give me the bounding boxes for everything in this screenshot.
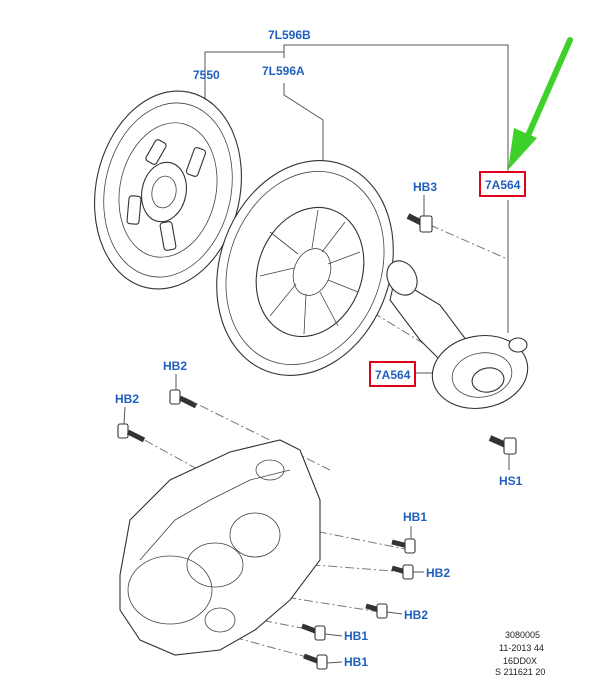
bolt-hs1-shape bbox=[488, 435, 517, 455]
label-7a564-top: 7A564 bbox=[485, 178, 521, 192]
label-hb2-b: HB2 bbox=[115, 392, 139, 406]
label-hb2-d: HB2 bbox=[404, 608, 428, 622]
label-7550: 7550 bbox=[193, 68, 220, 82]
bolt-hb2-d-shape bbox=[365, 603, 388, 619]
bolt-hb1-b-shape bbox=[301, 623, 326, 641]
ref-line-3: 16DD0X bbox=[503, 656, 537, 666]
ref-line-2: 11-2013 44 bbox=[499, 643, 544, 653]
green-arrow-icon bbox=[508, 37, 573, 170]
clutch-disc bbox=[94, 90, 242, 290]
bolt-hb2-b-shape bbox=[117, 423, 146, 443]
bolt-hb1-c-shape bbox=[303, 653, 328, 670]
label-hs1: HS1 bbox=[499, 474, 523, 488]
bolt-hb3-shape bbox=[406, 213, 433, 233]
transmission-housing bbox=[119, 439, 321, 656]
bolt-hb1-a-shape bbox=[391, 538, 416, 554]
label-hb3: HB3 bbox=[413, 180, 437, 194]
pressure-plate bbox=[216, 160, 394, 376]
ref-line-4: S 211621 20 bbox=[495, 667, 545, 675]
ref-line-1: 3080005 bbox=[505, 630, 540, 640]
label-7l596a: 7L596A bbox=[262, 64, 305, 78]
label-hb2-c: HB2 bbox=[426, 566, 450, 580]
leader-lines bbox=[204, 44, 510, 470]
label-hb1-c: HB1 bbox=[344, 655, 368, 669]
label-7a564-side: 7A564 bbox=[375, 368, 411, 382]
concentric-slave-cylinder bbox=[386, 260, 529, 409]
label-pointers bbox=[123, 374, 424, 664]
label-hb1-a: HB1 bbox=[403, 510, 427, 524]
label-hb1-b: HB1 bbox=[344, 629, 368, 643]
highlight-box-side bbox=[369, 361, 416, 387]
label-hb2-a: HB2 bbox=[163, 359, 187, 373]
label-7l596b: 7L596B bbox=[268, 28, 311, 42]
bolt-hb2-c-shape bbox=[391, 564, 414, 580]
highlight-box-top bbox=[479, 171, 526, 197]
bolt-hb2-a-shape bbox=[169, 389, 198, 409]
